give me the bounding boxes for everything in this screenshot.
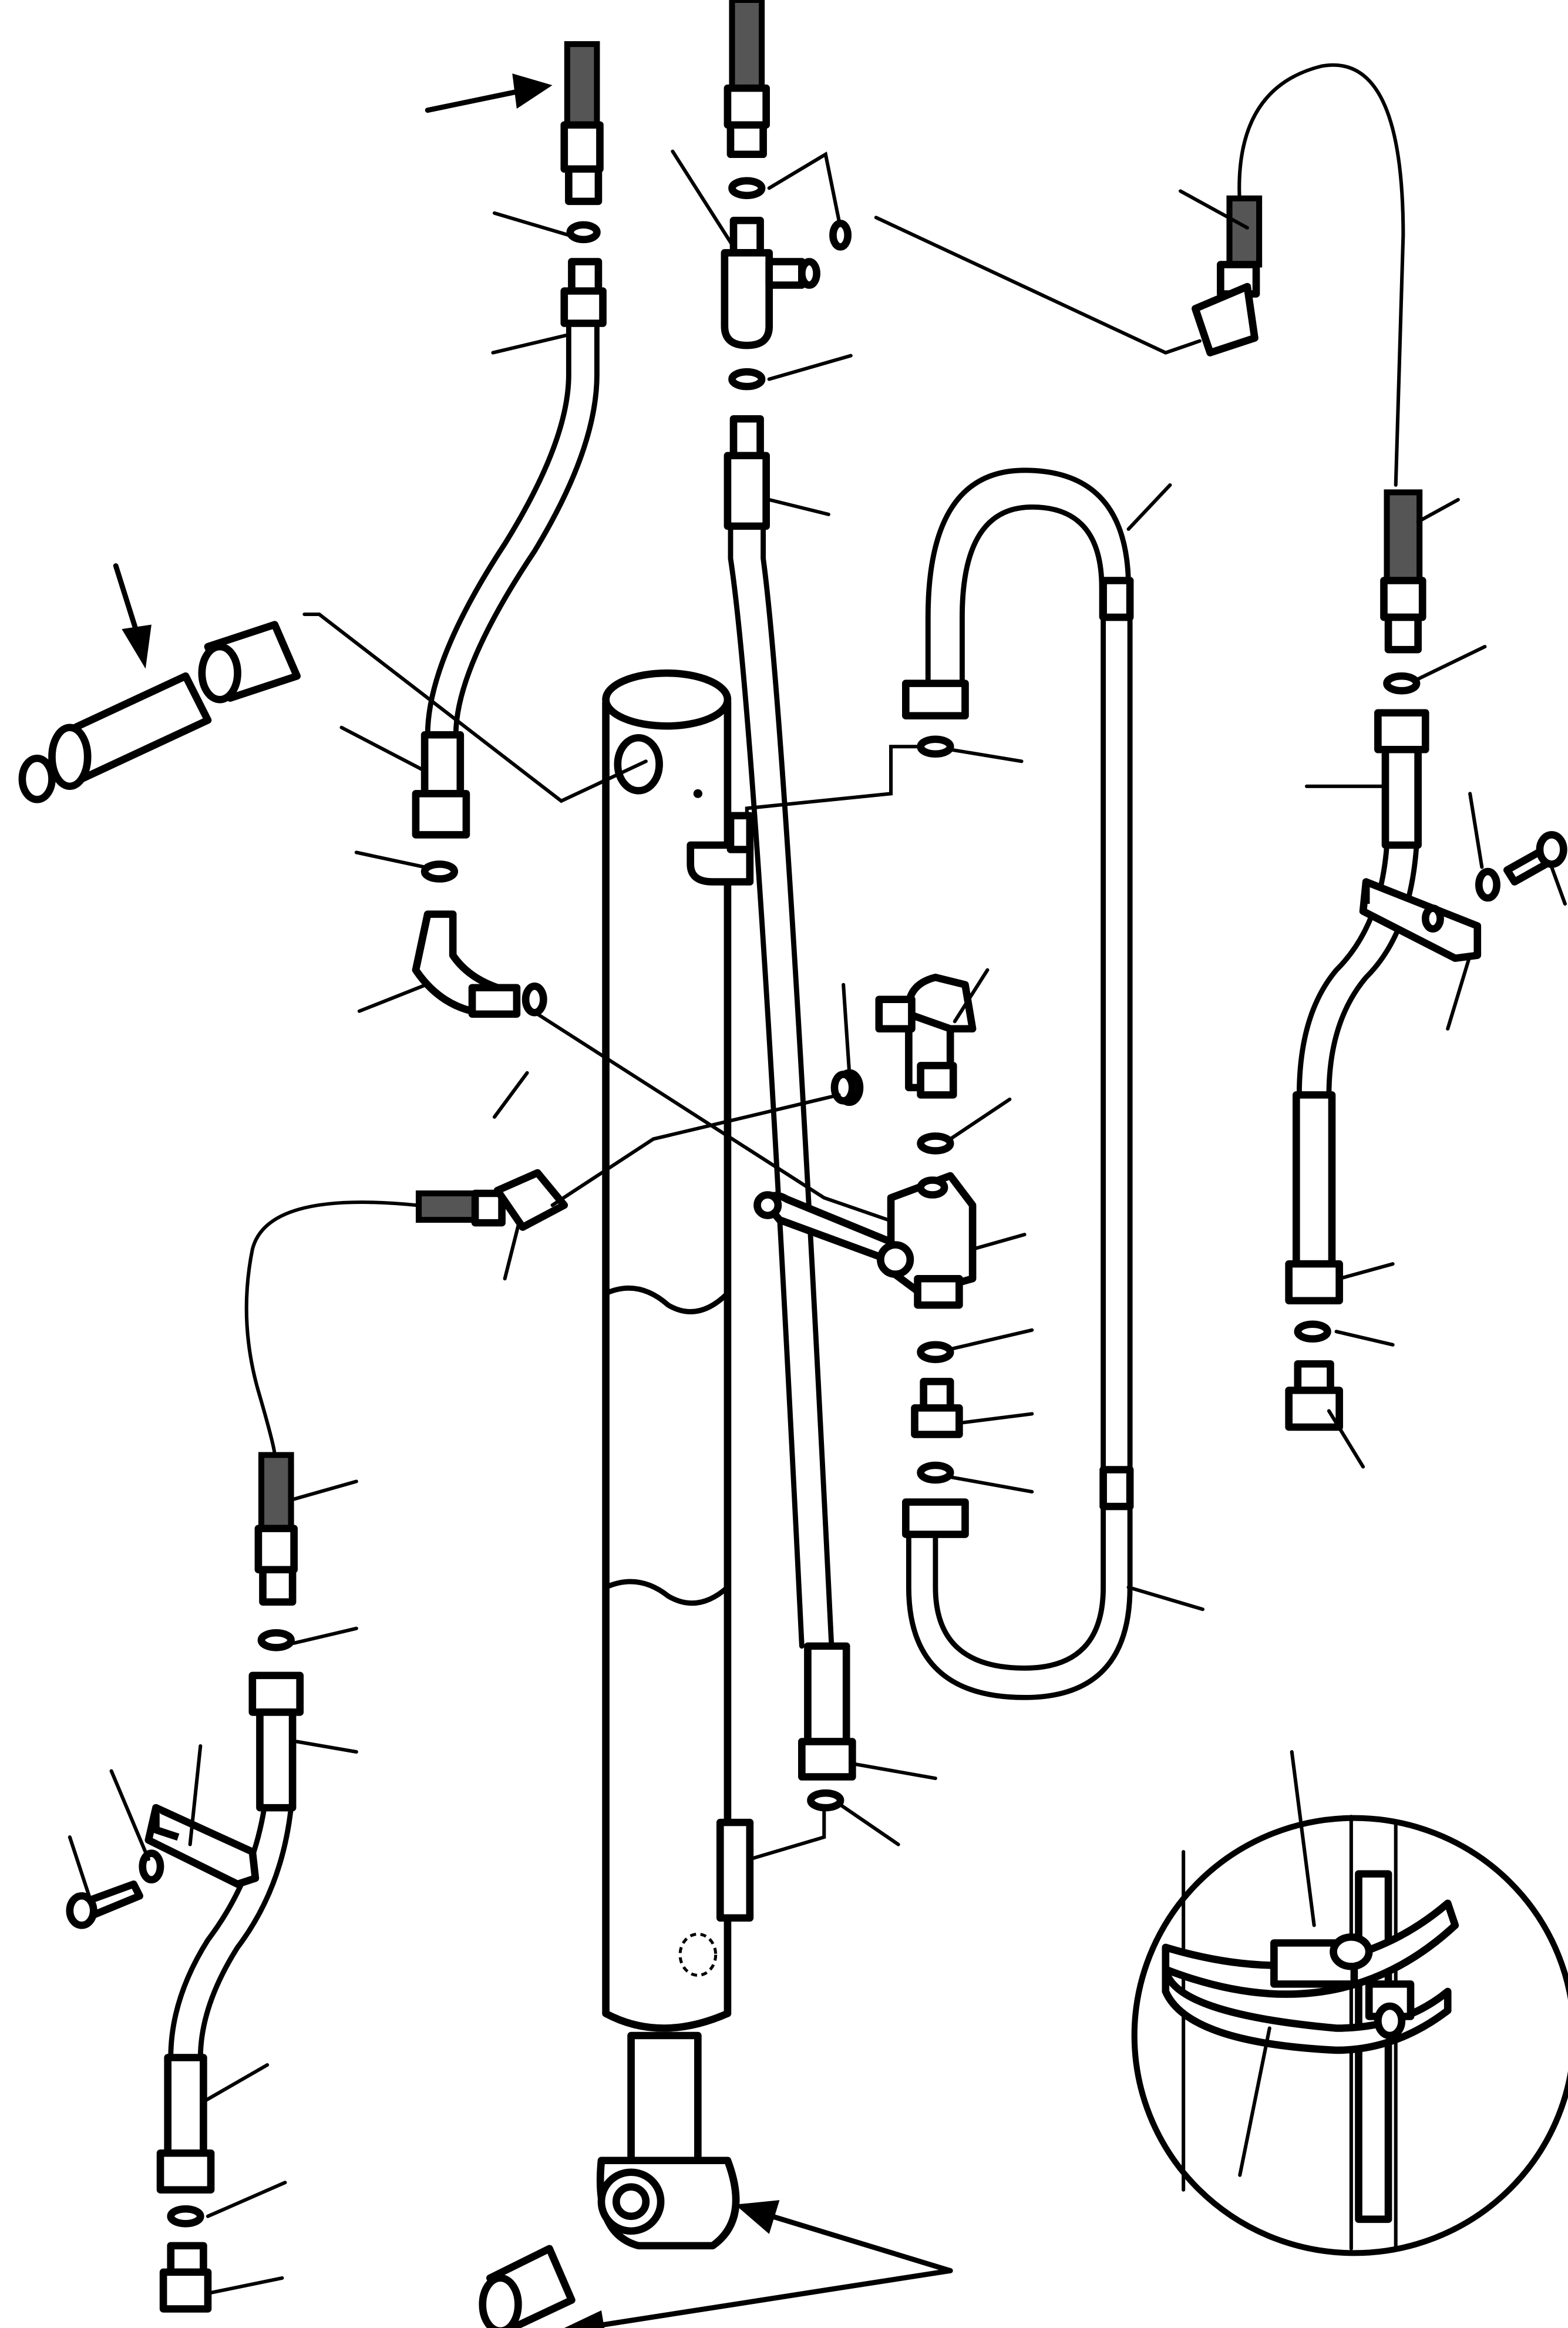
right-pipe-clamp xyxy=(1359,831,1567,962)
cylinder-pin-upper xyxy=(18,621,301,803)
leader-lines xyxy=(68,149,1567,2295)
right-flexible-hose xyxy=(1192,63,1405,487)
center-lower-pipe-assembly xyxy=(798,1642,856,1812)
arrowhead-bottom-2 xyxy=(564,2310,605,2328)
left-pipe-clamp xyxy=(66,1804,260,1929)
right-pipe-assembly xyxy=(1285,489,1429,1431)
hydraulic-cylinder xyxy=(596,669,754,2250)
j-shaped-hose xyxy=(902,467,1134,1700)
center-upper-pipe-assembly xyxy=(721,0,852,1649)
arrowhead-bottom-1 xyxy=(735,2200,780,2234)
direction-arrows xyxy=(113,73,953,2328)
ball-valve-assembly xyxy=(753,973,977,1484)
arrowhead-top xyxy=(512,73,553,109)
cylinder-pin-lower xyxy=(479,2245,576,2328)
clamp-detail-view xyxy=(1131,1815,1568,2256)
left-lower-pipe-assembly xyxy=(156,1452,304,2313)
left-upper-pipe-assembly xyxy=(412,41,607,1018)
arrowhead-left xyxy=(122,624,152,669)
left-flexible-hose xyxy=(244,1071,856,1457)
